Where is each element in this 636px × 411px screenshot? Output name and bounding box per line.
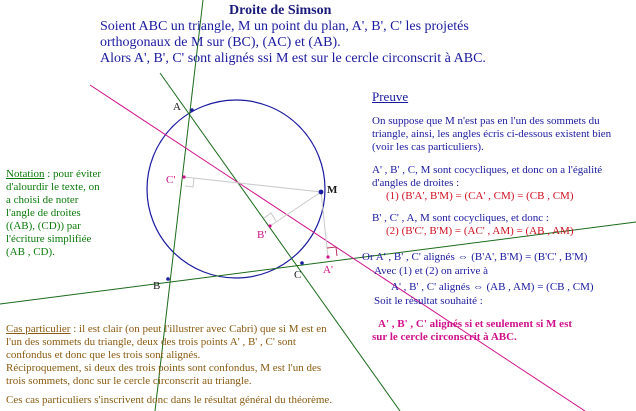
circumcircle [146, 99, 326, 279]
proof-intro-2: triangle, ainsi, les angles écris ci-des… [372, 128, 612, 140]
proof-eq1: (1) (B'A', B'M) = (CA' , CM) = (CB , CM) [386, 190, 574, 202]
result-line-1: A' , B' , C' alignés si et seulement si … [378, 318, 573, 330]
proof-conclusion-2: Avec (1) et (2) on arrive à [374, 265, 489, 277]
point-b1 [268, 224, 272, 228]
page-title: Droite de Simson [229, 3, 332, 18]
proof-conclusion-4: Soit le résultat souhaité : [374, 295, 483, 307]
label-m: M [327, 184, 338, 196]
point-b [166, 277, 170, 281]
label-a1: A' [323, 264, 333, 276]
line-bc [0, 221, 636, 305]
proof-step1-2: d'angles de droites : [372, 177, 460, 189]
special-line-3: confondus et donc que les trois sont ali… [6, 349, 201, 361]
notation-line-1: Notation : pour éviter [6, 168, 101, 181]
point-m [318, 189, 324, 195]
special-first: : il est clair (on peut l'illustrer avec… [70, 323, 327, 335]
special-line-1: Cas particulier : il est clair (on peut … [6, 323, 327, 336]
projection-mc1 [183, 176, 322, 193]
proof-intro-3: (voir les cas particuliers). [372, 141, 484, 153]
special-line-4: Réciproquement, si deux des trois points… [6, 362, 322, 374]
proof-conclusion-3: A' , B' , C' alignés ⇔ (AB , AM) = (CB ,… [391, 281, 594, 293]
special-line-5: trois sommets, donc sur le cercle circon… [6, 375, 252, 387]
proof-eq2: (2) (B'C', B'M) = (AC' , AM) = (AB , AM) [386, 225, 574, 237]
statement-line-1: Soient ABC un triangle, M un point du pl… [100, 19, 469, 34]
statement-line-3: Alors A', B', C' sont alignés ssi M est … [100, 51, 486, 66]
line-ac [159, 72, 401, 411]
label-b: B [153, 280, 161, 292]
notation-line-6: l'écriture simplifiée [6, 233, 92, 245]
special-final: Ces cas particuliers s'inscrivent donc d… [6, 394, 333, 406]
notation-line-5: ((AB), (CD)) par [6, 220, 81, 232]
right-angle-a1 [326, 246, 338, 257]
notation-line-3: a choisi de noter [6, 194, 79, 206]
point-c1 [182, 175, 186, 179]
point-c [300, 261, 304, 265]
simson-line [89, 84, 586, 411]
notation-line-7: (AB , CD). [6, 246, 55, 258]
proof-step2: B' , C' , A, M sont cocycliques, et donc… [372, 212, 549, 224]
notation-label: Notation [6, 168, 45, 180]
right-angle-b1 [263, 212, 277, 222]
label-a: A [173, 101, 181, 113]
special-line-2: l'un des sommets du triangle, deux des t… [6, 336, 296, 348]
point-a [190, 108, 194, 112]
label-b1: B' [257, 229, 267, 241]
proof-step1-1: A' , B' , C, M sont cocycliques, et donc… [372, 164, 603, 176]
right-angle-c1 [184, 177, 195, 188]
notation-line-2: d'alourdir le texte, on [6, 181, 100, 193]
notation-first: : pour éviter [44, 168, 102, 180]
point-a1 [326, 255, 330, 259]
projection-ma1 [320, 191, 329, 258]
statement-line-2: orthogonaux de M sur (BC), (AC) et (AB). [100, 35, 341, 50]
label-c1: C' [166, 174, 176, 186]
label-c: C [294, 269, 302, 281]
projection-mb1 [269, 191, 322, 227]
proof-heading: Preuve [372, 89, 409, 104]
line-ab [154, 0, 204, 411]
result-line-2: sur le cercle circonscrit à ABC. [372, 331, 517, 343]
notation-line-4: l'angle de droites [6, 207, 81, 219]
proof-conclusion-1: Or A' , B' , C' alignés ⇔ (B'A', B'M) = … [362, 251, 588, 263]
special-label: Cas particulier [6, 323, 71, 335]
proof-intro-1: On suppose que M n'est pas en l'un des s… [372, 115, 600, 127]
